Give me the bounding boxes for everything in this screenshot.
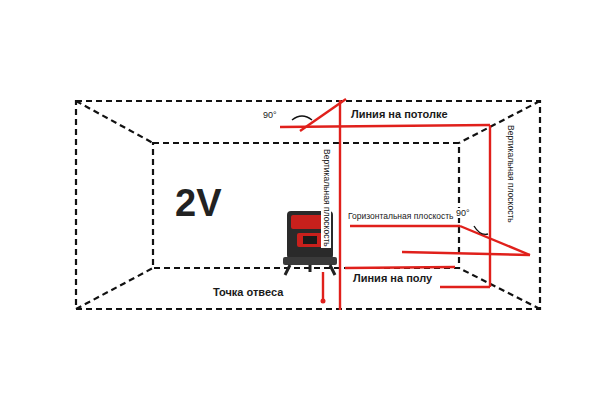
plumb-point-label: Точка отвеса: [212, 286, 284, 299]
corner-edge: [76, 268, 153, 309]
angle-label: 90°: [262, 110, 278, 120]
device-foot: [285, 265, 290, 275]
vertical-plane-line: [339, 100, 341, 310]
back-wall: [153, 143, 459, 268]
device-foot: [309, 265, 312, 272]
corner-edge: [459, 101, 540, 143]
plumb-beam: [322, 272, 324, 300]
floor-line-label: Линия на полу: [352, 272, 433, 285]
device-lens: [303, 236, 317, 244]
horizontal-plane-line: [402, 252, 530, 255]
vertical-plane-label: Вертикальная плоскость: [505, 124, 515, 224]
angle-arc: [292, 116, 312, 120]
ceiling-line: [280, 125, 490, 127]
horizontal-plane-label: Горизонтальная плоскость: [347, 212, 455, 222]
device-base: [283, 257, 337, 265]
horizontal-plane-line: [460, 226, 530, 255]
room-outline: [76, 101, 540, 309]
ceiling-line-label: Линия на потолке: [350, 108, 449, 121]
plumb-point: [321, 299, 326, 304]
angle-arc: [474, 226, 488, 234]
horizontal-plane-line: [350, 225, 460, 227]
floor-line: [440, 286, 490, 288]
vertical-plane-line: [489, 125, 491, 287]
device-window: [297, 233, 323, 247]
ceiling-line: [300, 99, 346, 131]
laser-lines: [280, 99, 530, 310]
vertical-plane-label: Вертикальная плоскость: [321, 148, 331, 248]
angle-label: 90°: [455, 208, 471, 218]
model-name: 2V: [174, 182, 222, 226]
corner-edge: [459, 268, 540, 309]
corner-edge: [76, 101, 153, 143]
device-foot: [330, 265, 335, 275]
outer-frame: [76, 101, 540, 309]
floor-line: [345, 267, 455, 268]
